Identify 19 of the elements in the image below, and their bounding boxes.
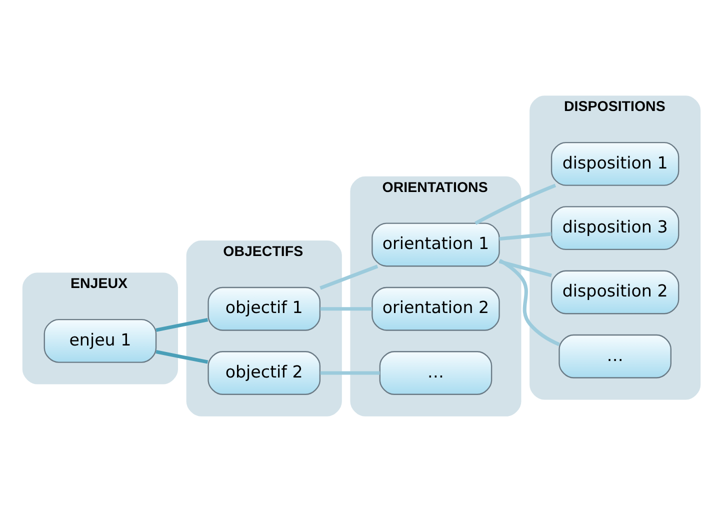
node-box: disposition 3 (550, 206, 680, 250)
node-box: objectif 2 (208, 350, 321, 394)
connector (156, 318, 208, 332)
connector (156, 350, 208, 364)
connector (498, 259, 552, 277)
node-box: orientation 2 (372, 286, 500, 330)
node-box: disposition 1 (550, 141, 680, 186)
connector (499, 232, 552, 240)
connector (498, 258, 560, 346)
connector (320, 264, 378, 290)
connector (320, 370, 380, 374)
connector (320, 306, 372, 310)
node-box: objectif 1 (208, 286, 321, 330)
node-box: disposition 2 (550, 270, 680, 314)
node-box: … (558, 334, 672, 378)
connector (474, 183, 556, 224)
node-box: enjeu 1 (44, 318, 157, 362)
node-box: orientation 1 (372, 222, 500, 266)
node-box: … (379, 350, 492, 394)
